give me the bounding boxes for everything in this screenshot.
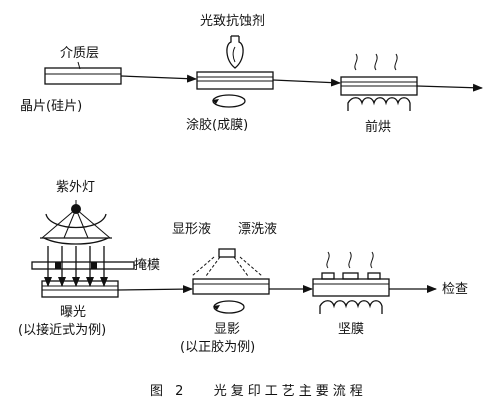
label-exposure: 曝光 [60,305,87,320]
lens-icon [40,237,112,245]
label-inspect: 检查 [442,282,469,297]
label-develop: 显影 [214,322,241,337]
spray-icon [191,248,263,277]
figure-caption: 图 2 光复印工艺主要流程 [150,380,367,399]
label-hardbake: 坚膜 [338,322,365,337]
label-wafer: 晶片(硅片) [20,99,83,114]
label-developer: 显形液 [172,222,212,237]
flow-arrow [117,285,193,294]
heat-waves-icon [354,53,398,71]
spin-arrow-icon [212,94,246,108]
figure-number: 图 2 [150,384,188,399]
label-dielectric: 介质层 [60,46,100,61]
heater-coil-icon [347,97,411,111]
label-coating: 涂胶(成膜) [186,118,249,133]
label-uv-lamp: 紫外灯 [56,180,96,195]
dropper-icon [226,35,244,69]
label-develop-note: (以正胶为例) [180,340,256,355]
label-photoresist: 光致抗蚀剂 [200,14,266,29]
light-rays-icon [44,246,108,287]
spin-arrow-icon [213,300,245,314]
hardbake-plate [312,272,390,297]
exposure-plate [41,280,119,298]
flow-arrow [416,83,483,92]
flow-arrow [272,78,341,87]
label-prebake: 前烘 [365,120,392,135]
wafer-plate [44,67,122,85]
heat-waves-icon [326,251,374,269]
label-rinse: 漂洗液 [238,222,278,237]
heater-coil-icon [319,300,383,314]
dielectric-leader [77,61,81,70]
label-mask: 掩模 [134,258,161,273]
coating-plate [196,71,274,90]
uv-lamp-icon [41,200,111,239]
flow-arrow [120,74,197,83]
figure-title: 光复印工艺主要流程 [213,384,367,399]
mask-plate [31,261,135,270]
label-exposure-note: (以接近式为例) [18,323,107,338]
prebake-plate [340,76,418,96]
develop-plate [192,278,270,295]
